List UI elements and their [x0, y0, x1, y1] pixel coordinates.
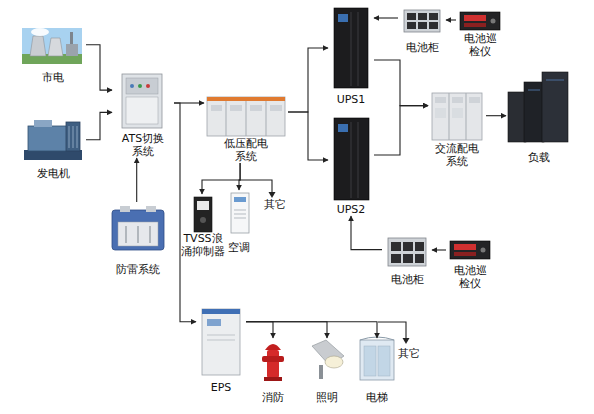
device-node: 空调: [222, 190, 256, 254]
elevator-icon: [360, 337, 394, 380]
output-label: 其它: [398, 347, 420, 360]
device-node: 电池巡检仪: [446, 238, 494, 290]
device-node: 市电: [20, 28, 86, 84]
device-node: 照明: [306, 338, 348, 404]
eps-cabinet-icon: [202, 309, 240, 375]
surge-protection-icon: [112, 206, 164, 250]
device-label: 发电机: [23, 167, 83, 180]
power-connector: [374, 60, 428, 106]
branch-arrowhead: [269, 192, 410, 344]
lamp-icon: [312, 340, 344, 379]
device-label: 交流配电系统: [432, 142, 482, 168]
power-connector: [246, 322, 377, 338]
power-connector: [246, 322, 327, 338]
power-connector: [351, 216, 382, 250]
ac-distribution-icon: [432, 93, 482, 140]
device-node: 电池柜: [382, 234, 432, 286]
power-connector: [246, 322, 273, 338]
branch-wire: [239, 180, 406, 340]
device-node: 电池柜: [398, 6, 446, 54]
device-node: 电梯: [356, 338, 398, 404]
power-connector: [174, 103, 196, 322]
device-label: 防雷系统: [108, 263, 168, 276]
device-label: 电池柜: [385, 273, 429, 286]
device-label: 消防: [258, 391, 288, 404]
device-node: 交流配电系统: [428, 90, 486, 168]
device-label: UPS2: [329, 203, 373, 216]
battery-cabinet-icon: [388, 238, 426, 266]
device-node: UPS1: [328, 6, 374, 106]
power-connector: [374, 17, 398, 18]
power-connector: [239, 163, 240, 190]
device-node: ATS切换系统: [112, 72, 174, 158]
generator-icon: [24, 120, 82, 160]
device-label: 市电: [23, 71, 83, 84]
device-label: 照明: [309, 391, 345, 404]
device-label: ATS切换系统: [119, 132, 167, 158]
air-conditioner-icon: [231, 193, 249, 233]
switchgear-icon: [207, 97, 285, 136]
output-label: 其它: [264, 198, 286, 211]
power-connector: [86, 45, 112, 90]
ats-cabinet-icon: [122, 74, 162, 128]
power-connector: [374, 106, 428, 155]
power-connector: [432, 249, 446, 250]
device-node: UPS2: [328, 116, 374, 216]
device-node: 发电机: [20, 118, 86, 180]
device-node: 防雷系统: [106, 202, 170, 276]
ups-cabinet-icon: [334, 8, 368, 88]
power-connector: [288, 112, 328, 160]
power-plant-icon: [22, 28, 82, 64]
fire-hydrant-icon: [262, 344, 284, 381]
device-node: EPS: [196, 306, 246, 394]
power-connector: [86, 112, 112, 139]
device-label: EPS: [198, 381, 244, 394]
device-label: 电池柜: [400, 41, 444, 54]
power-connector: [446, 19, 456, 20]
device-label: 低压配电系统: [221, 137, 271, 163]
power-connector: [202, 163, 240, 194]
device-node: TVSS浪涌抑制器: [178, 194, 228, 258]
device-label: 电梯: [359, 391, 395, 404]
device-node: 低压配电系统: [204, 95, 288, 163]
power-connector: [136, 158, 137, 202]
device-label: 电池巡检仪: [452, 264, 488, 290]
battery-cabinet-icon: [404, 10, 440, 32]
power-connector: [288, 48, 328, 112]
device-label: 电池巡检仪: [462, 32, 498, 58]
ups-cabinet-icon: [334, 118, 369, 200]
battery-monitor-icon: [450, 241, 490, 259]
device-node: 负载: [506, 68, 572, 164]
device-label: UPS1: [329, 93, 373, 106]
tvss-icon: [194, 197, 212, 232]
device-label: 负载: [509, 151, 569, 164]
server-rack-icon: [508, 72, 568, 142]
device-node: 电池巡检仪: [456, 8, 504, 58]
power-connector: [486, 115, 506, 116]
device-node: 消防: [256, 338, 290, 404]
battery-monitor-icon: [460, 12, 500, 30]
device-label: TVSS浪涌抑制器: [179, 232, 227, 258]
device-label: 空调: [224, 241, 254, 254]
